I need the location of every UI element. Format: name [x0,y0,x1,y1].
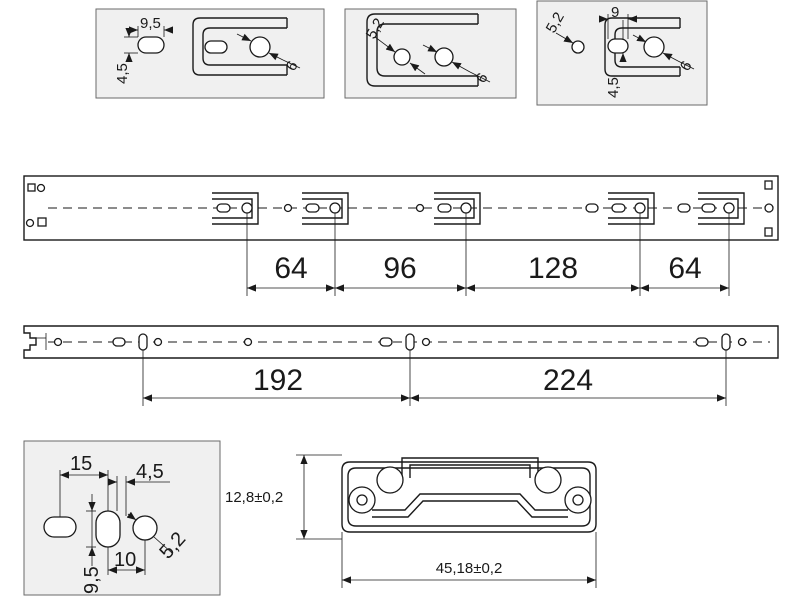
rail-top-bracket-4 [608,192,655,225]
detail4-dist-15-label: 15 [70,453,92,475]
detail4-slot-4-5-label: 4,5 [136,461,164,483]
detail3-slot-height-label: 4,5 [605,77,622,98]
rail-bottom: 192 224 [23,325,779,406]
detail1-slot-width-label: 9,5 [140,15,161,32]
detail4-dist-10-label: 10 [114,549,136,571]
rail-top-spacing-3: 128 [528,252,578,285]
detail4-height-9-5-label: 9,5 [81,566,103,594]
rail-top-spacing-1: 64 [274,252,307,285]
detail-panel-3: 9 4,5 5,2 6 [536,0,708,106]
rail-top-bracket-5 [698,192,745,225]
detail-panel-4: 15 4,5 5,2 9,5 10 [23,440,221,596]
detail1-slot-height-label: 4,5 [114,63,131,84]
rail-bottom-spacing-2: 224 [543,364,593,397]
rail-bottom-spacing-1: 192 [253,364,303,397]
detail-panel-2: 5,2 6 [344,8,517,99]
profile-section: 12,8±0,2 45,18±0,2 [225,454,597,588]
profile-height-label: 12,8±0,2 [225,489,283,506]
rail-top-spacing-4: 64 [668,252,701,285]
rail-top: 64 96 128 64 [23,175,779,296]
rail-top-spacing-2: 96 [383,252,416,285]
detail-panel-1: 9,5 4,5 6 [95,8,325,99]
rail-top-bracket-3 [434,192,481,225]
profile-width-label: 45,18±0,2 [436,560,503,577]
detail3-spacing-label: 9 [611,4,619,21]
